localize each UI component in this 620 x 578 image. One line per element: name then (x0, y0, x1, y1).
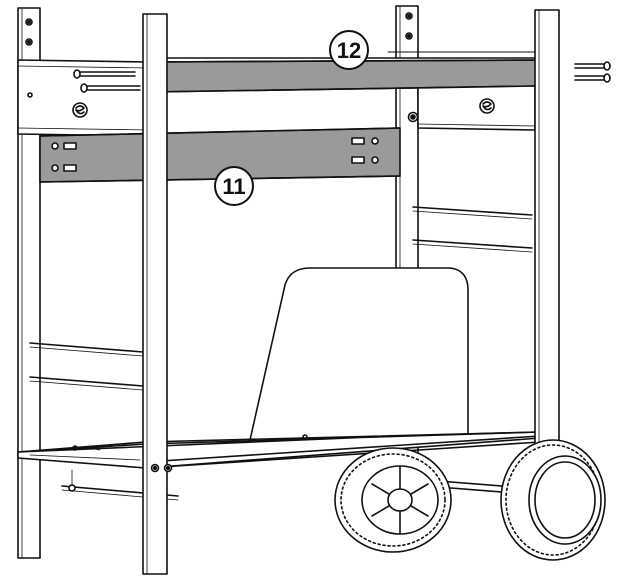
callout-11: 11 (214, 166, 254, 206)
spring-clip-icon (479, 98, 495, 114)
callout-12-label: 12 (337, 38, 361, 63)
bolt-icon (351, 156, 379, 164)
callout-11-label: 11 (222, 174, 245, 199)
screw-icon (80, 83, 141, 93)
bolt-icon (574, 61, 611, 71)
left-side-upper-panel (17, 59, 151, 137)
center-divider-panel (249, 267, 469, 441)
panel-11 (39, 127, 401, 183)
right-side-upper-panel (407, 85, 536, 131)
spring-clip-icon (72, 102, 88, 118)
callout-12: 12 (329, 30, 369, 70)
front-left-post (142, 13, 173, 575)
left-side-rods (29, 342, 144, 391)
bottom-shelf (17, 431, 541, 501)
bolt-icon (351, 137, 379, 145)
bolt-icon (51, 164, 77, 172)
wheel-icon (334, 447, 452, 553)
right-side-rods (412, 206, 533, 253)
wheel-icon (500, 439, 606, 561)
screw-icon (73, 69, 136, 79)
front-right-post (534, 9, 560, 471)
bolt-icon (574, 73, 611, 83)
bolt-icon (51, 142, 77, 150)
loose-bolts (574, 61, 611, 83)
